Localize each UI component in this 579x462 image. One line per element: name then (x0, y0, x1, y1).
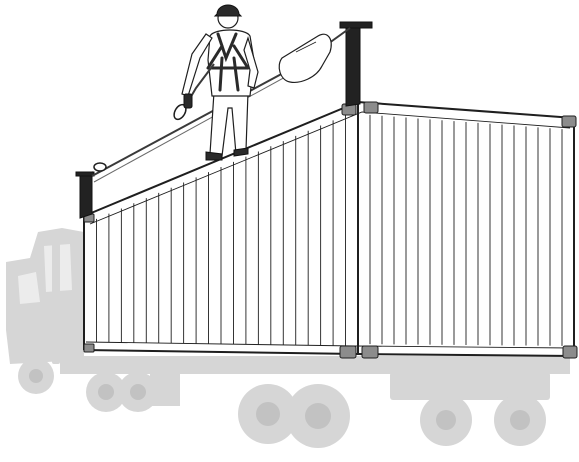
truck-mudflap (150, 372, 180, 406)
worker-figure (172, 5, 258, 160)
corner-casting-bottom-mid-a (340, 346, 356, 358)
worker-boot-right (234, 148, 248, 156)
corner-casting-top-right (562, 116, 576, 127)
hard-hat-icon (215, 5, 241, 16)
lifeline-shackle-icon (94, 163, 106, 171)
truck-exhaust-stack (52, 236, 60, 364)
lifeline-post-rear (346, 24, 360, 106)
lifeline-post-front (80, 172, 92, 218)
corner-casting-bottom-mid-b (362, 346, 378, 358)
lanyard-connector (184, 94, 192, 108)
corner-casting-bottom-right (563, 346, 577, 358)
worker-legs (210, 92, 248, 156)
energy-absorber-icon (279, 34, 331, 82)
corner-casting-top-mid-b (364, 102, 378, 113)
corner-casting-bottom-left (84, 344, 94, 352)
worker-boot-left (206, 152, 222, 160)
truck-frame (60, 356, 570, 374)
